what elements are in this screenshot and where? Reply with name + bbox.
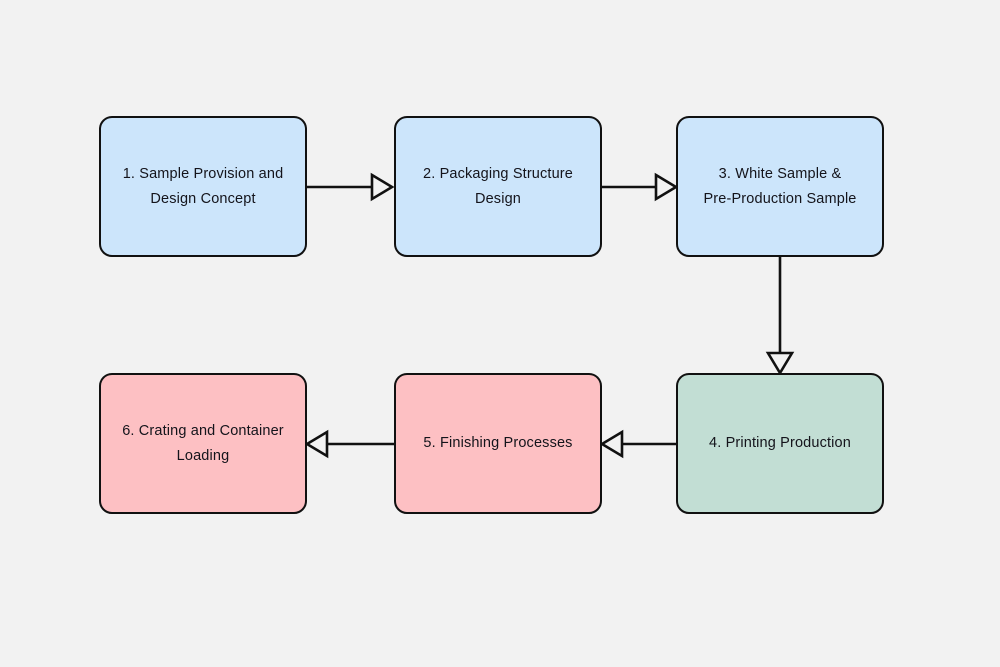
arrowhead-right-icon bbox=[370, 172, 395, 202]
arrowhead-left-icon bbox=[304, 429, 329, 459]
edge-step1-step2 bbox=[307, 172, 395, 202]
flow-node-step5[interactable]: 5. Finishing Processes bbox=[394, 373, 602, 514]
flow-node-step2[interactable]: 2. Packaging Structure Design bbox=[394, 116, 602, 257]
flow-node-step6[interactable]: 6. Crating and Container Loading bbox=[99, 373, 307, 514]
edge-step4-step5 bbox=[599, 429, 676, 459]
arrowhead-left-icon bbox=[599, 429, 624, 459]
flow-node-label: 2. Packaging Structure Design bbox=[423, 165, 573, 207]
flow-node-step3[interactable]: 3. White Sample & Pre-Production Sample bbox=[676, 116, 884, 257]
flow-node-step4[interactable]: 4. Printing Production bbox=[676, 373, 884, 514]
arrowhead-down-icon bbox=[765, 351, 795, 376]
flow-node-label: 4. Printing Production bbox=[709, 435, 851, 451]
flow-node-label: 1. Sample Provision and Design Concept bbox=[122, 165, 284, 207]
edge-step2-step3 bbox=[602, 172, 679, 202]
edge-step3-step4 bbox=[765, 257, 795, 376]
flow-node-label: 5. Finishing Processes bbox=[423, 435, 573, 451]
flow-node-label: 6. Crating and Container Loading bbox=[122, 422, 284, 464]
flow-node-step1[interactable]: 1. Sample Provision and Design Concept bbox=[99, 116, 307, 257]
arrowhead-right-icon bbox=[654, 172, 679, 202]
edge-step5-step6 bbox=[304, 429, 394, 459]
flow-node-label: 3. White Sample & Pre-Production Sample bbox=[703, 165, 857, 207]
